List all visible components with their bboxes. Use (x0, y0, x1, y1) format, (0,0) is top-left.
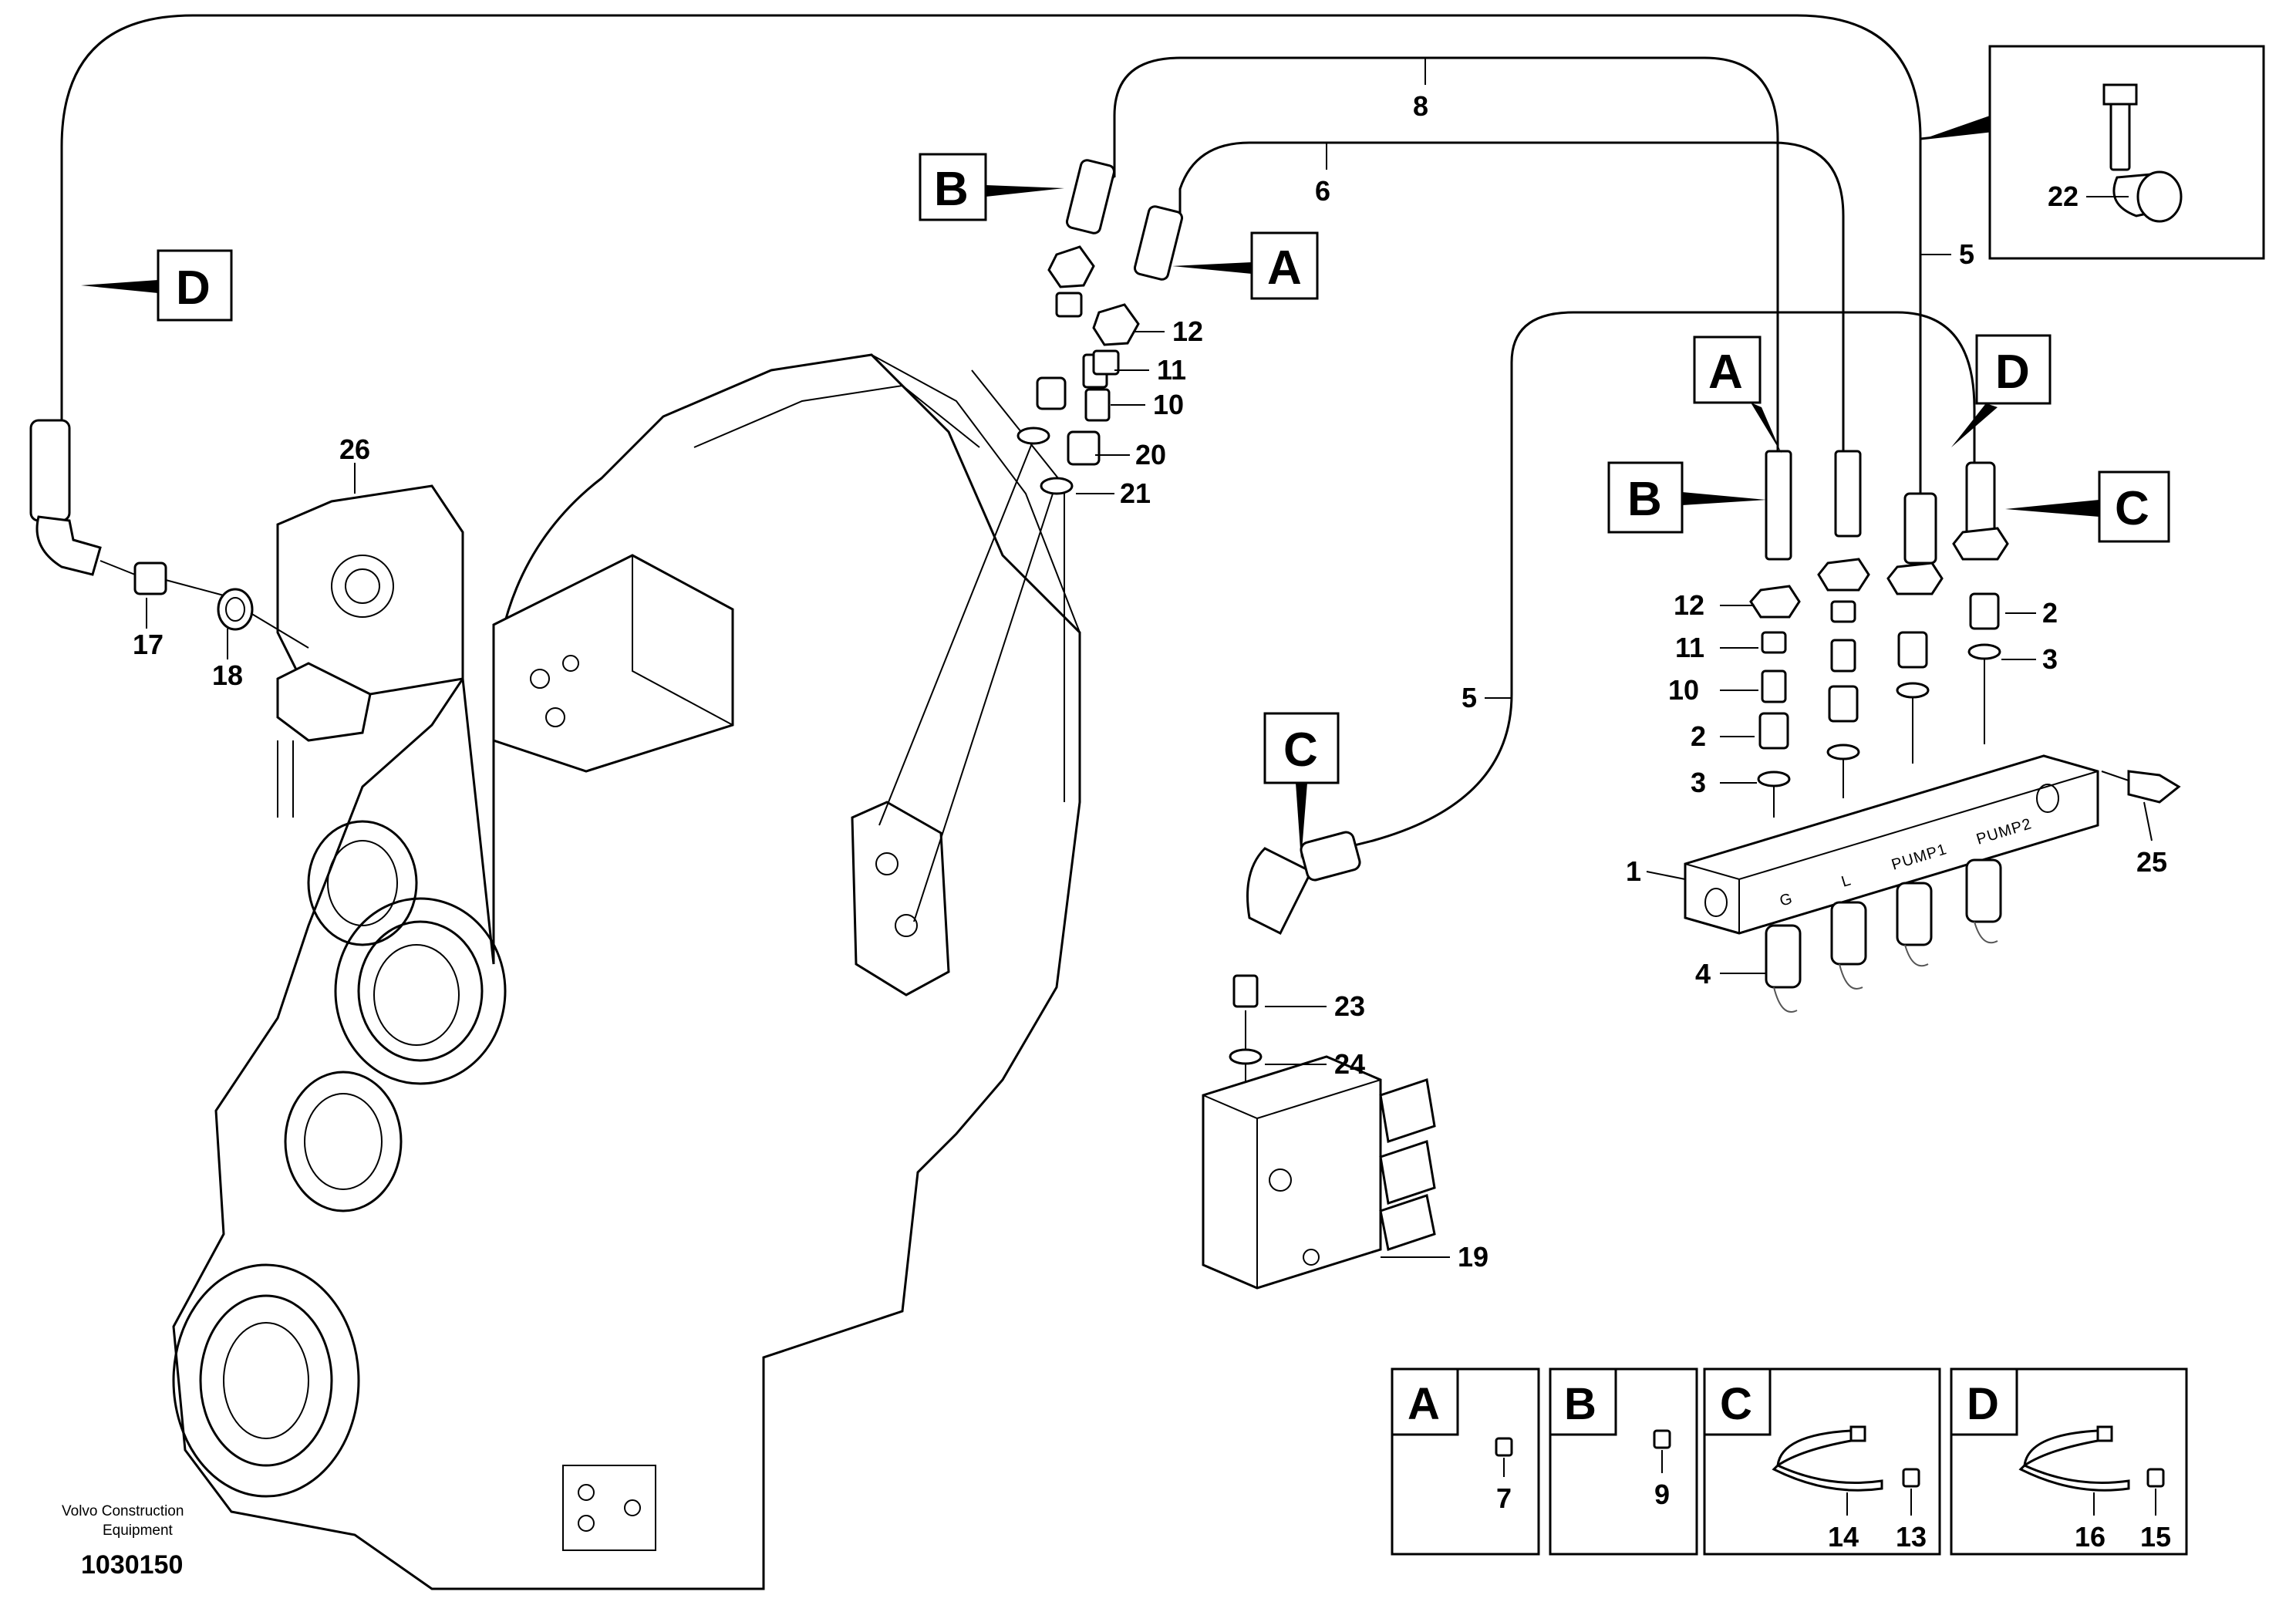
right-fitting-stacks (1749, 450, 2009, 818)
panel-c-letter: C (1720, 1379, 1752, 1429)
arrow-c-mid (1296, 783, 1307, 860)
part-number-26: 26 (339, 433, 370, 465)
panel-d-part-15: 15 (2140, 1521, 2171, 1553)
part-number-2-right: 2 (2042, 597, 2058, 629)
cable-tie-c (1776, 1429, 1853, 1469)
part-number-4: 4 (1695, 958, 1711, 990)
valve-block-19 (1202, 831, 1436, 1290)
label-c-right: C (2115, 482, 2149, 535)
part-number-22: 22 (2048, 180, 2079, 212)
part-number-2-left: 2 (1691, 720, 1706, 752)
part-number-19: 19 (1458, 1241, 1489, 1273)
panel-c-part-14: 14 (1828, 1521, 1859, 1553)
cable-tie-d (2023, 1429, 2099, 1469)
label-c-mid: C (1283, 723, 1318, 777)
part-number-1: 1 (1626, 855, 1641, 887)
part-number-24: 24 (1334, 1048, 1365, 1080)
part-number-20: 20 (1135, 439, 1166, 470)
hose-d-left (60, 14, 1922, 509)
part-number-3-right: 3 (2042, 643, 2058, 675)
label-b-right: B (1627, 473, 1662, 526)
clamp-detail-22 (1920, 45, 2265, 260)
part-number-6: 6 (1315, 175, 1330, 207)
part-numbers: 8 6 5 12 11 10 20 21 26 17 18 12 11 10 2… (133, 90, 2167, 1273)
arrow-b-right (1682, 492, 1766, 505)
arrow-d-left (81, 280, 158, 293)
connection-labels: B A D A D B C C (81, 153, 2170, 860)
part-number-5-mid: 5 (1462, 682, 1477, 713)
label-a-right: A (1708, 346, 1743, 399)
clamp-detail-box (1988, 45, 2265, 260)
part-number-12-top: 12 (1172, 315, 1203, 347)
arrow-a-top (1172, 262, 1252, 274)
panel-b-part-9: 9 (1654, 1479, 1670, 1510)
arrow-b-top (986, 185, 1064, 197)
part-number-3-left: 3 (1691, 767, 1706, 798)
part-number-11-right: 11 (1675, 632, 1704, 663)
arrow-d-right (1951, 403, 1998, 447)
part-number-25: 25 (2136, 846, 2167, 878)
part-number-10-top: 10 (1153, 389, 1184, 420)
part-number-10-right: 10 (1668, 674, 1699, 706)
part-number-17: 17 (133, 629, 164, 660)
detail-panels: A 7 B 9 C 14 13 (1391, 1367, 2188, 1556)
hose-5-right (1310, 311, 1976, 858)
caption-line-2: Equipment (103, 1523, 174, 1539)
port-label-g: G (1778, 890, 1795, 910)
leader-lines (146, 58, 2153, 1258)
manifold-block: G L PUMP1 PUMP2 (1684, 754, 2181, 1013)
part-number-5-top: 5 (1959, 238, 1974, 270)
transmission-assembly (172, 353, 1081, 1590)
part-number-12-right: 12 (1674, 589, 1704, 621)
label-box-a-right (1693, 336, 1762, 404)
part-number-18: 18 (212, 659, 243, 691)
left-fittings (29, 419, 309, 818)
arrow-a-right (1751, 403, 1782, 454)
panel-b-letter: B (1564, 1379, 1596, 1429)
hose-6 (1178, 141, 1845, 455)
label-box-d-right (1975, 334, 2052, 405)
label-b-top: B (934, 163, 969, 216)
document-number: 1030150 (81, 1550, 183, 1580)
panel-d-letter: D (1967, 1379, 1999, 1429)
detail-panel-d: D 16 15 (1950, 1367, 2188, 1556)
caption-line-1: Volvo Construction (62, 1503, 184, 1519)
panel-c-part-13: 13 (1896, 1521, 1927, 1553)
part-number-21: 21 (1120, 477, 1151, 509)
part-number-11-top: 11 (1157, 354, 1186, 386)
arrow-c-right (2005, 500, 2099, 517)
detail-panel-a: A 7 (1391, 1367, 1540, 1556)
panel-a-letter: A (1408, 1379, 1440, 1429)
part-number-23: 23 (1334, 990, 1365, 1022)
hose-lines (60, 14, 1976, 858)
top-fitting-stacks (878, 159, 1184, 922)
detail-panel-c: C 14 13 (1703, 1367, 1941, 1556)
detail-panel-b: B 9 (1549, 1367, 1698, 1556)
label-d-right: D (1995, 346, 2030, 399)
panel-d-part-16: 16 (2075, 1521, 2106, 1553)
label-d-left: D (176, 261, 211, 315)
hose-8 (1113, 56, 1779, 455)
part-number-8: 8 (1413, 90, 1428, 122)
caption: Volvo Construction Equipment 1030150 (62, 1503, 184, 1580)
panel-a-part-7: 7 (1496, 1482, 1512, 1514)
label-a-top: A (1267, 241, 1302, 295)
